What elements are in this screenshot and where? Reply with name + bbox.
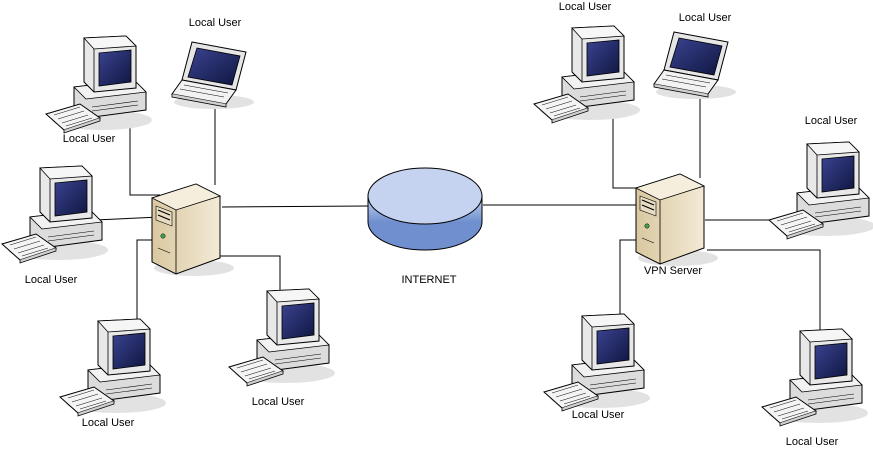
label-local-user: Local User (785, 436, 839, 448)
laptop-computer-icon (171, 41, 255, 110)
label-local-user: Local User (24, 274, 78, 286)
desktop-computer-icon (59, 318, 167, 417)
desktop-computer-icon (533, 25, 641, 124)
label-local-user: Local User (804, 115, 858, 127)
label-local-user: Local User (571, 409, 625, 421)
server-tower-icon (151, 183, 235, 277)
link-left-top-desktop (129, 110, 160, 196)
label-local-user: Local User (251, 396, 305, 408)
label-local-user: Local User (62, 133, 116, 145)
label-local-user: Local User (81, 417, 135, 429)
link-right-bottom-desktop (619, 239, 640, 320)
label-local-user: Local User (678, 12, 732, 24)
label-vpn-server: VPN Server (643, 265, 703, 277)
link-left-server-internet (221, 205, 369, 208)
link-left-mid-desktop (94, 216, 161, 221)
label-local-user: Local User (188, 17, 242, 29)
link-left-bottom-right-desktop (215, 255, 281, 300)
label-local-user: Local User (558, 1, 612, 13)
desktop-computer-icon (45, 35, 153, 134)
desktop-computer-icon (1, 165, 109, 264)
desktop-computer-icon (768, 141, 873, 240)
desktop-computer-icon (543, 313, 651, 412)
desktop-computer-icon (228, 288, 336, 387)
laptop-computer-icon (653, 31, 737, 100)
desktop-computer-icon (761, 328, 869, 427)
link-left-bottom-desktop (136, 239, 158, 330)
label-internet: INTERNET (401, 274, 457, 286)
link-right-bottom-right-desktop (707, 249, 821, 335)
link-right-top-desktop (612, 100, 640, 189)
internet-cloud (367, 167, 483, 251)
